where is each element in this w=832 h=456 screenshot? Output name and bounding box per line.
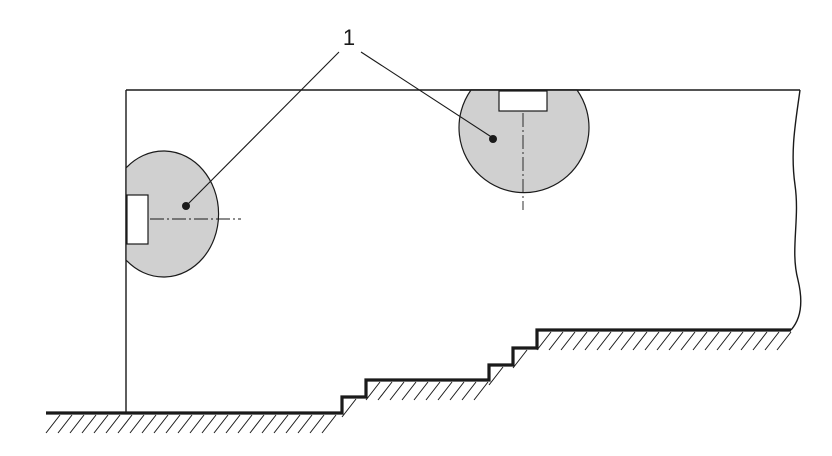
hatch-line <box>764 331 780 351</box>
wall-sensor-coverage <box>125 150 220 278</box>
hatch-line <box>141 414 157 434</box>
hatch-line <box>297 414 313 434</box>
hatch-line <box>644 331 660 351</box>
floor-line <box>46 328 791 415</box>
hatch-line <box>165 414 181 434</box>
hatch-line <box>488 366 504 386</box>
hatch-line <box>560 331 576 351</box>
hatch-line <box>153 414 169 434</box>
hatch-line <box>716 331 732 351</box>
hatch-line <box>548 331 564 351</box>
hatch-line <box>596 331 612 351</box>
hatch-line <box>680 331 696 351</box>
callout: 1 <box>186 25 494 206</box>
hatch-line <box>656 331 672 351</box>
hatch-line <box>93 414 109 434</box>
hatch-line <box>273 414 289 434</box>
hatch-line <box>261 414 277 434</box>
hatch-line <box>572 331 588 351</box>
hatch-line <box>632 331 648 351</box>
hatch-line <box>413 381 429 401</box>
hatch-line <box>177 414 193 434</box>
hatch-line <box>377 381 393 401</box>
hatch-line <box>225 414 241 434</box>
hatch-line <box>740 331 756 351</box>
hatch-line <box>213 414 229 434</box>
callout-number: 1 <box>343 25 355 50</box>
hatch-line <box>341 398 357 418</box>
hatch-line <box>249 414 265 434</box>
hatch-line <box>461 381 477 401</box>
hatch-line <box>449 381 465 401</box>
hatch-line <box>584 331 600 351</box>
hatch-line <box>285 414 301 434</box>
hatch-line <box>81 414 97 434</box>
hatch-line <box>237 414 253 434</box>
hatch-line <box>57 414 73 434</box>
hatch-line <box>189 414 205 434</box>
hatch-line <box>69 414 85 434</box>
floor-staircase <box>45 328 792 434</box>
hatch-line <box>105 414 121 434</box>
ceiling-sensor-coverage <box>458 89 590 194</box>
hatch-line <box>45 414 61 434</box>
wall-sensor-body <box>126 194 149 245</box>
hatch-line <box>512 349 528 369</box>
hatch-line <box>365 381 381 401</box>
ground-hatching <box>45 331 792 434</box>
hatch-line <box>437 381 453 401</box>
right-break-line <box>790 89 802 331</box>
hatch-line <box>536 331 552 351</box>
hatch-line <box>704 331 720 351</box>
hatch-line <box>321 414 337 434</box>
hatch-line <box>389 381 405 401</box>
hatch-line <box>201 414 217 434</box>
ceiling-sensor-body <box>498 90 548 112</box>
hatch-line <box>752 331 768 351</box>
hatch-line <box>728 331 744 351</box>
hatch-line <box>117 414 133 434</box>
hatch-line <box>620 331 636 351</box>
hatch-line <box>776 331 792 351</box>
ceiling-sensor <box>458 89 590 210</box>
hatch-line <box>401 381 417 401</box>
leader-line-wall <box>186 51 340 206</box>
hatch-line <box>608 331 624 351</box>
hatch-line <box>473 381 489 401</box>
wall-sensor <box>125 150 241 278</box>
hatch-line <box>692 331 708 351</box>
leader-line-ceiling <box>360 51 494 139</box>
hatch-line <box>668 331 684 351</box>
hatch-line <box>129 414 145 434</box>
hatch-line <box>309 414 325 434</box>
hatch-line <box>425 381 441 401</box>
